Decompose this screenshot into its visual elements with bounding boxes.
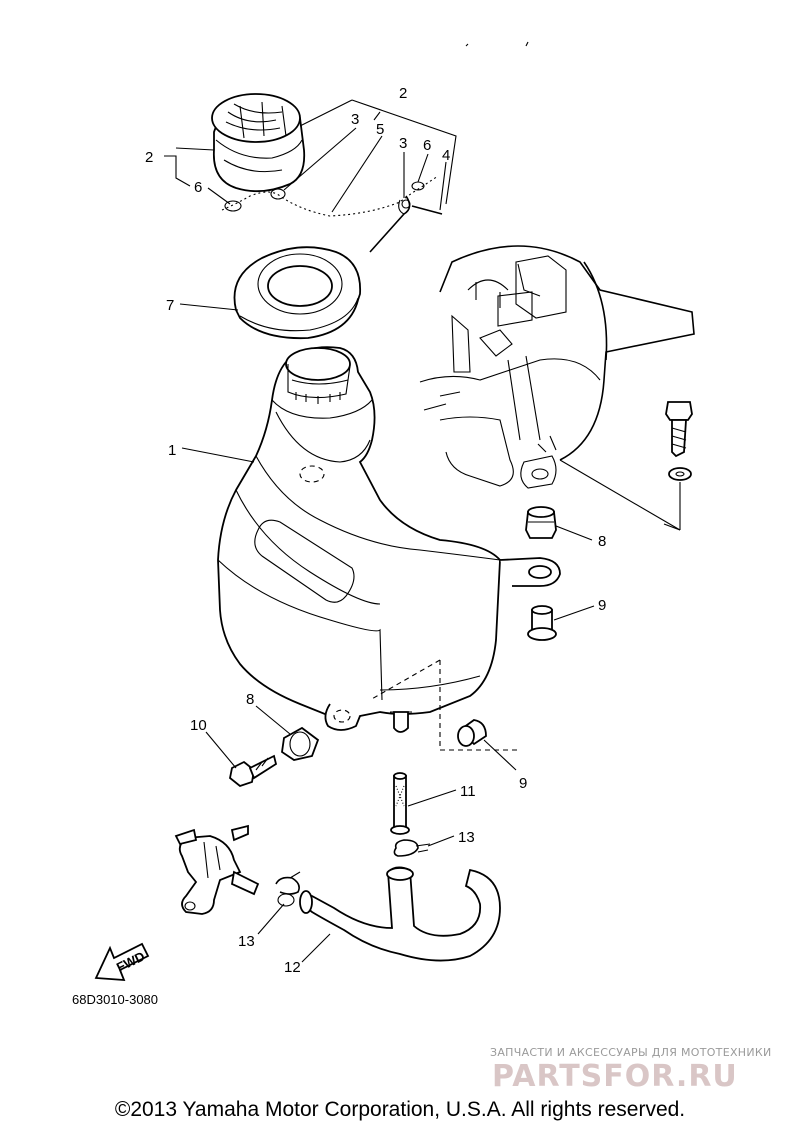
callout-7: 7 bbox=[166, 297, 174, 314]
grommet-lower bbox=[281, 726, 320, 761]
callout-3-right: 3 bbox=[399, 135, 407, 152]
mount-bolt-upper bbox=[663, 401, 693, 531]
callout-2-left: 2 bbox=[145, 149, 153, 166]
fuel-hose bbox=[299, 866, 501, 962]
leader-lines bbox=[164, 99, 595, 963]
hose-clip-upper bbox=[393, 839, 431, 857]
callout-8-lower: 8 bbox=[246, 691, 254, 708]
fuel-cock bbox=[174, 824, 260, 915]
callout-8-upper: 8 bbox=[598, 533, 606, 550]
fuel-tank bbox=[217, 346, 561, 733]
cap-chain bbox=[221, 175, 443, 253]
copyright-notice: ©2013 Yamaha Motor Corporation, U.S.A. A… bbox=[114, 1098, 686, 1121]
fuel-cap bbox=[211, 93, 306, 193]
callout-13-upper: 13 bbox=[458, 829, 475, 846]
engine-housing bbox=[419, 245, 695, 531]
callout-12: 12 bbox=[284, 959, 301, 976]
top-marks bbox=[465, 41, 529, 47]
watermark-tagline: ЗАПЧАСТИ И АКСЕССУАРЫ ДЛЯ МОТОТЕХНИКИ bbox=[490, 1046, 772, 1059]
callout-6-left: 6 bbox=[194, 179, 202, 196]
collar-upper bbox=[527, 605, 557, 641]
fwd-label: FWD bbox=[114, 948, 147, 974]
callout-9-upper: 9 bbox=[598, 597, 606, 614]
watermark-brand: PARTSFOR.RU bbox=[492, 1059, 738, 1094]
forward-arrow: FWD bbox=[94, 942, 150, 982]
callout-13-lower: 13 bbox=[238, 933, 255, 950]
grommet-upper bbox=[525, 506, 557, 539]
callout-9-lower: 9 bbox=[519, 775, 527, 792]
fuel-filter bbox=[390, 772, 410, 835]
callout-10: 10 bbox=[190, 717, 207, 734]
drawing-number: 68D3010-3080 bbox=[72, 992, 158, 1007]
watermark: ЗАПЧАСТИ И АКСЕССУАРЫ ДЛЯ МОТОТЕХНИКИ PA… bbox=[490, 1046, 772, 1094]
callout-2-top: 2 bbox=[399, 85, 407, 102]
callout-5: 5 bbox=[376, 121, 384, 138]
callout-4: 4 bbox=[442, 147, 450, 164]
hidden-lines bbox=[369, 659, 520, 751]
callout-3-left: 3 bbox=[351, 111, 359, 128]
hose-clip-lower bbox=[275, 871, 301, 907]
callout-1: 1 bbox=[168, 442, 176, 459]
callout-6-right: 6 bbox=[423, 137, 431, 154]
callout-11: 11 bbox=[460, 783, 476, 800]
collar-lower bbox=[457, 719, 487, 747]
tank-cap-gasket bbox=[233, 246, 361, 340]
callout-labels: 2 3 5 3 6 4 2 6 7 1 8 9 8 10 9 11 13 13 … bbox=[145, 85, 606, 976]
mount-bolt-lower bbox=[229, 754, 278, 788]
